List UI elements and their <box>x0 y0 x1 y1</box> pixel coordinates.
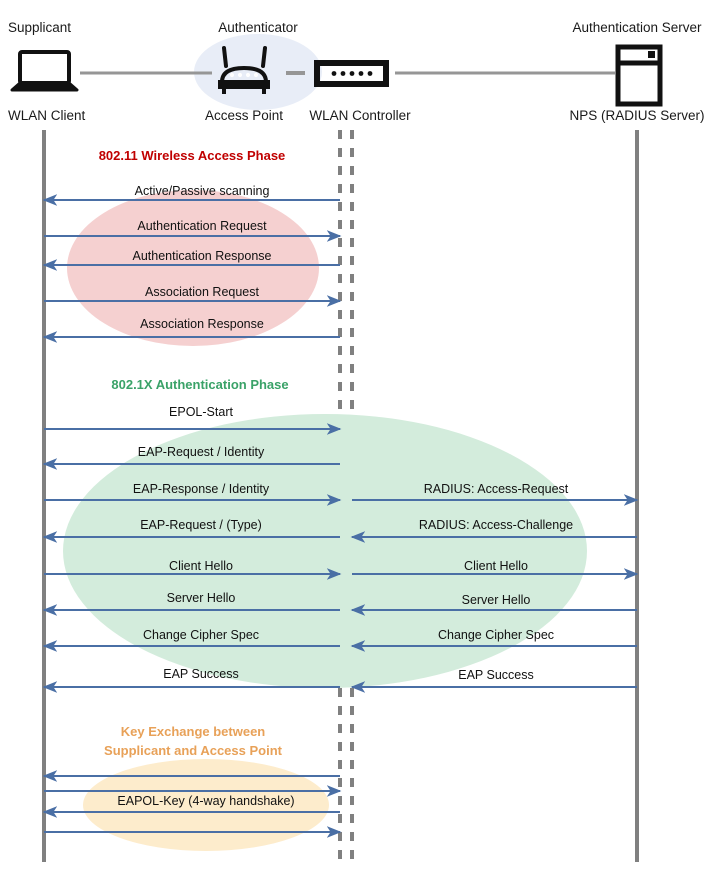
laptop-icon <box>10 50 79 92</box>
actor-device-wlan-client: WLAN Client <box>8 108 86 123</box>
phase-80211-ellipse <box>67 190 319 346</box>
message-label: Server Hello <box>461 593 531 607</box>
phase-80211-arrows <box>42 194 342 343</box>
message-label: Authentication Request <box>137 219 267 233</box>
message-label: Association Request <box>145 285 259 299</box>
message-label: Client Hello <box>464 559 528 573</box>
message-label: EAP Success <box>458 668 534 682</box>
message-label: EAP-Request / Identity <box>137 445 265 459</box>
message-label: Server Hello <box>166 591 236 605</box>
phase-8021x-ellipse <box>63 414 587 688</box>
phase-label-8021x: 802.1X Authentication Phase <box>111 377 289 392</box>
actor-role-auth-server: Authentication Server <box>572 20 702 35</box>
message-label: Authentication Response <box>132 249 272 263</box>
message-label: Client Hello <box>169 559 233 573</box>
actor-device-access-point: Access Point <box>204 108 284 123</box>
phase-keyexchange-arrows <box>42 770 342 838</box>
wlan-controller-icon <box>314 60 389 87</box>
message-label: RADIUS: Access-Challenge <box>418 518 574 532</box>
actor-device-nps-radius-server: NPS (RADIUS Server) <box>569 108 705 123</box>
message-label: EAPOL-Key (4-way handshake) <box>117 794 295 808</box>
phase-keyexchange-ellipse <box>83 759 329 851</box>
phase-label-80211: 802.11 Wireless Access Phase <box>98 148 286 163</box>
phase-label-keyexchange-line2: Supplicant and Access Point <box>104 743 282 758</box>
message-label: Association Response <box>140 317 264 331</box>
message-label: EPOL-Start <box>169 405 233 419</box>
actor-device-wlan-controller: WLAN Controller <box>309 108 411 123</box>
message-label: Active/Passive scanning <box>134 184 270 198</box>
server-icon <box>615 44 663 107</box>
message-label: Change Cipher Spec <box>437 628 555 642</box>
message-label: EAP-Request / (Type) <box>140 518 262 532</box>
phase-label-keyexchange-line1: Key Exchange between <box>120 724 266 739</box>
message-label: RADIUS: Access-Request <box>423 482 569 496</box>
phase-8021x-left-arrows <box>42 423 342 693</box>
actor-role-authenticator: Authenticator <box>218 20 298 35</box>
access-point-icon <box>218 46 270 94</box>
phase-8021x-right-arrows <box>350 494 639 693</box>
message-label: EAP Success <box>163 667 239 681</box>
message-label: EAP-Response / Identity <box>132 482 270 496</box>
message-label: Change Cipher Spec <box>142 628 260 642</box>
actor-role-supplicant: Supplicant <box>8 20 72 35</box>
